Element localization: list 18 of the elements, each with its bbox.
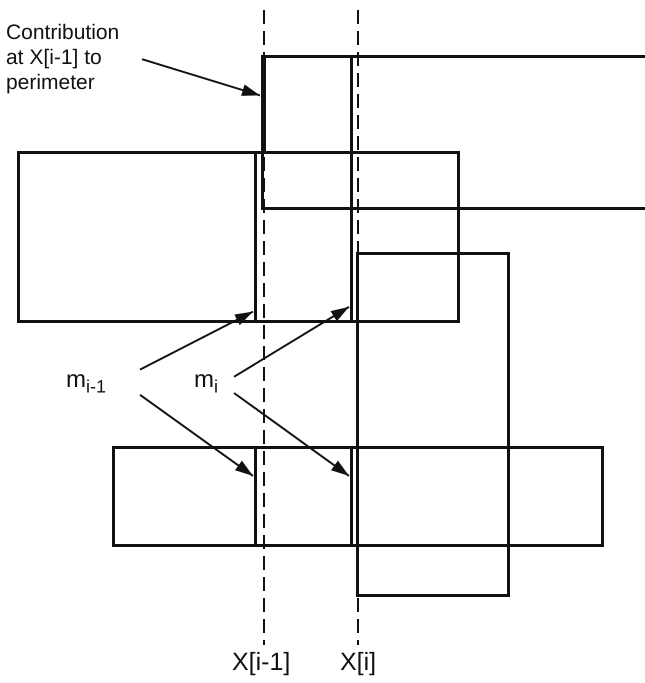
annotation-text: Contribution at X[i-1] to perimeter bbox=[6, 20, 140, 96]
perimeter-segment bbox=[261, 57, 266, 153]
leader-arrow bbox=[233, 306, 350, 378]
perimeter-segment bbox=[254, 153, 257, 320]
axis-position-label: X[i-1] bbox=[232, 648, 290, 677]
axis-position-label: X[i] bbox=[340, 648, 376, 677]
rectangle-outline bbox=[356, 252, 510, 597]
segment-label: m$_{i-1}$ bbox=[66, 366, 138, 398]
perimeter-segment bbox=[350, 57, 353, 320]
leader-arrow bbox=[140, 310, 254, 370]
perimeter-segment bbox=[350, 449, 353, 545]
leader-arrow bbox=[139, 394, 254, 477]
rectangle-outline bbox=[17, 151, 460, 323]
leader-arrow bbox=[233, 392, 350, 477]
rectangle-outline bbox=[112, 446, 604, 547]
perimeter-segment bbox=[254, 449, 257, 545]
segment-label: m$_{i}$ bbox=[194, 366, 232, 398]
leader-arrow bbox=[142, 58, 260, 96]
